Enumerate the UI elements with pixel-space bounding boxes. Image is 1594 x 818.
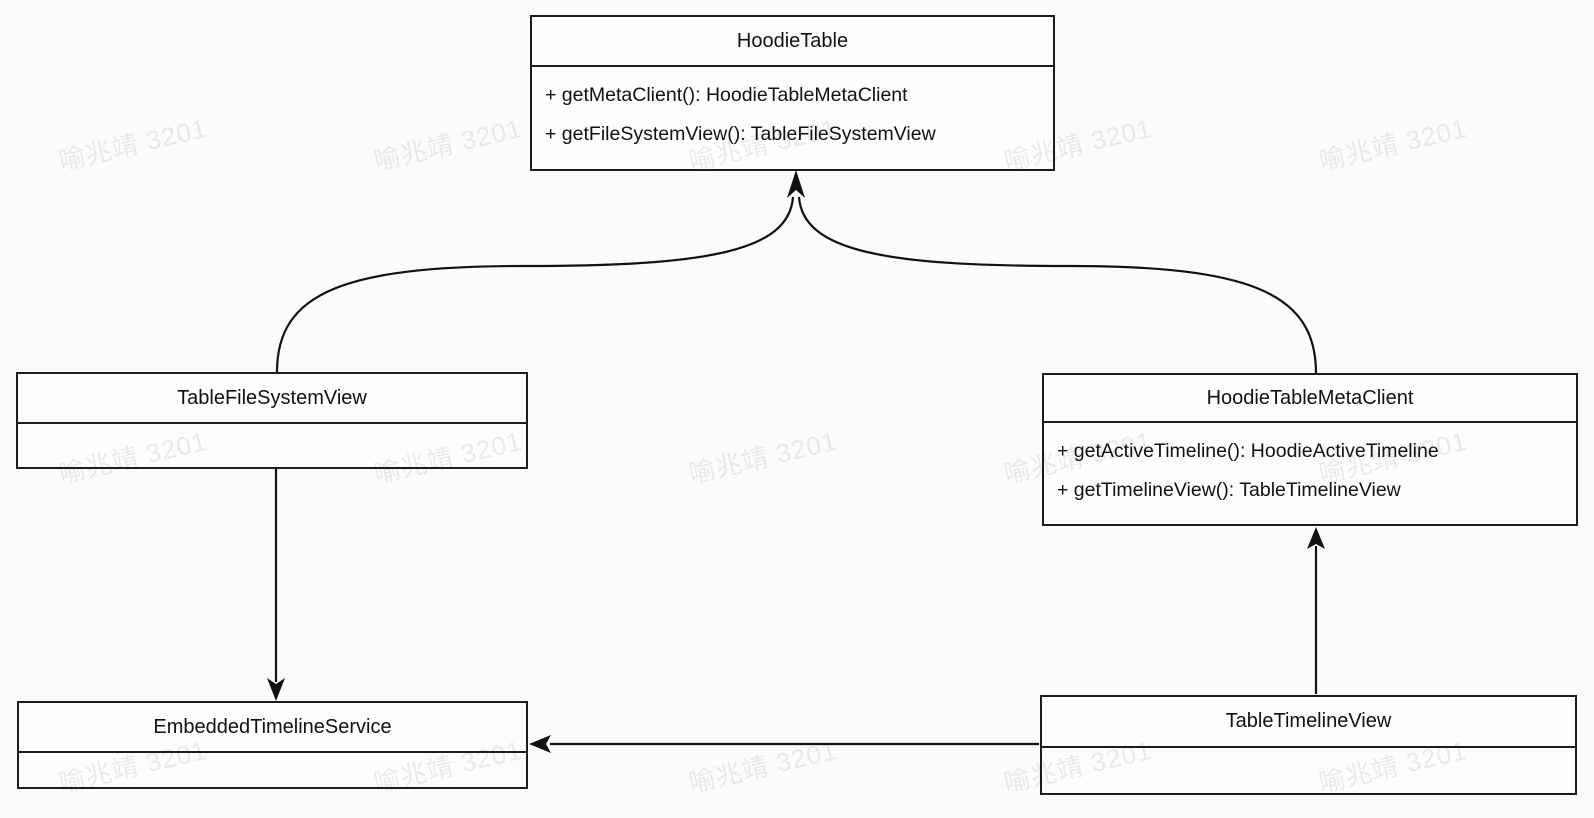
class-methods-empty [18,424,526,426]
class-title: TableTimelineView [1042,697,1575,748]
method-get-meta-client: + getMetaClient(): HoodieTableMetaClient [545,84,908,106]
method-get-file-system-view: + getFileSystemView(): TableFileSystemVi… [545,123,936,145]
class-hoodie-table-meta-client: HoodieTableMetaClient + getActiveTimelin… [1042,373,1578,526]
class-title: HoodieTableMetaClient [1044,375,1576,423]
arrowhead-up-into-hoodietablemetaclient [1307,527,1325,549]
class-methods-empty [1042,748,1575,750]
class-table-file-system-view: TableFileSystemView [16,372,528,469]
class-title: HoodieTable [532,17,1053,67]
class-embedded-timeline-service: EmbeddedTimelineService [17,701,528,789]
arrowhead-down-into-embeddedtimelineservice [267,678,285,701]
arrowhead-left-into-embeddedtimelineservice [529,735,551,753]
edge-tablefilesystemview-to-hoodietable [275,196,795,373]
class-methods: + getActiveTimeline(): HoodieActiveTimel… [1044,423,1576,519]
class-title: TableFileSystemView [18,374,526,424]
edge-hoodietablemetaclient-to-hoodietable [797,196,1318,374]
class-methods: + getMetaClient(): HoodieTableMetaClient… [532,67,1053,163]
method-get-timeline-view: + getTimelineView(): TableTimelineView [1057,479,1401,501]
class-title: EmbeddedTimelineService [19,703,526,753]
class-methods-empty [19,753,526,755]
arrowhead-up-into-hoodietable [787,170,805,198]
method-get-active-timeline: + getActiveTimeline(): HoodieActiveTimel… [1057,440,1439,462]
class-table-timeline-view: TableTimelineView [1040,695,1577,795]
class-hoodie-table: HoodieTable + getMetaClient(): HoodieTab… [530,15,1055,171]
